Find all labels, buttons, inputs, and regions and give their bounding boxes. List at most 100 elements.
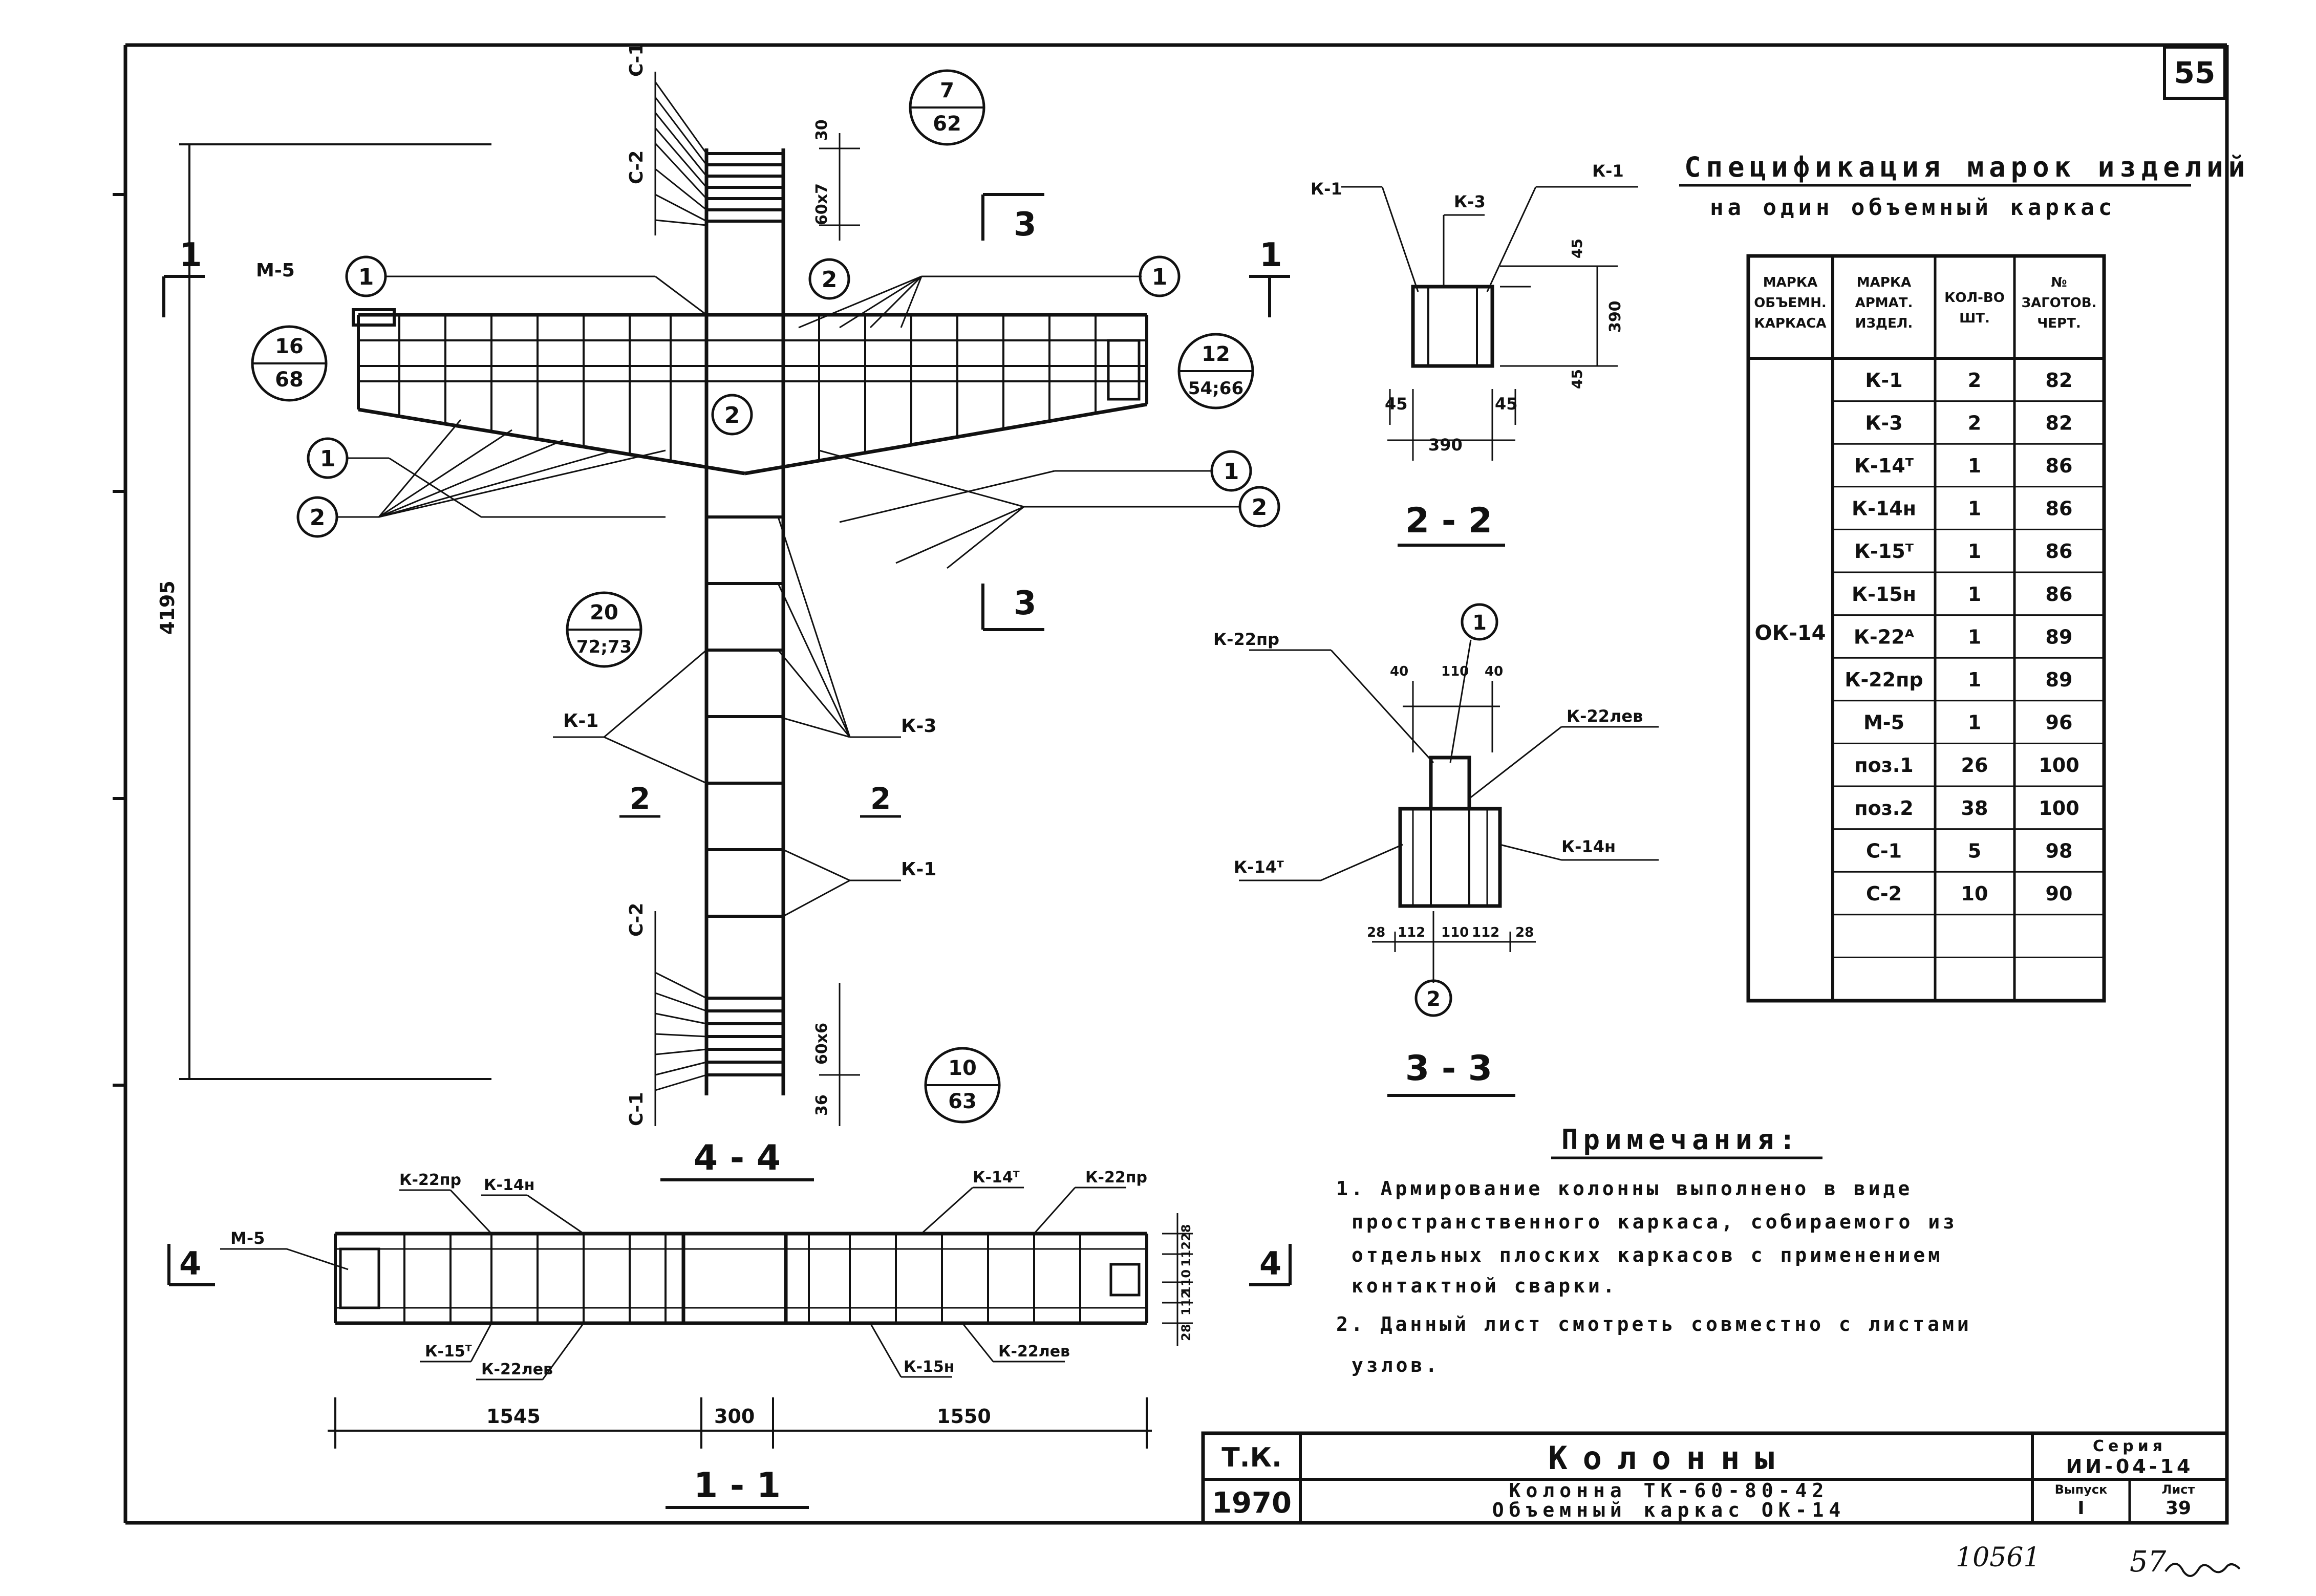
v33-label-k22pr: К-22пр <box>1213 630 1279 649</box>
svg-text:1: 1 <box>320 446 336 472</box>
svg-text:ИЗДЕЛ.: ИЗДЕЛ. <box>1855 316 1913 331</box>
position-1-circle: 1 <box>307 437 349 479</box>
spec-cell-qty: 1 <box>1968 540 1981 563</box>
v22-dim-390-side: 390 <box>1606 300 1624 333</box>
tb-series-label: Серия <box>2093 1437 2167 1455</box>
spec-cell-item: поз.2 <box>1854 797 1913 819</box>
spec-cell-item: С-2 <box>1866 882 1902 905</box>
label-k3-a: К-3 <box>901 716 936 737</box>
v33-dim-40-right: 40 <box>1485 664 1503 679</box>
label-c2-top: С-2 <box>626 150 647 184</box>
v11-dim-28-bottom: 28 <box>1179 1324 1193 1341</box>
svg-text:МАРКА: МАРКА <box>1763 275 1817 290</box>
spec-cell-item: С-1 <box>1866 839 1902 862</box>
tb-name: Колонны <box>1548 1439 1789 1477</box>
section-label-4-right: 4 <box>1259 1245 1281 1282</box>
svg-text:72;73: 72;73 <box>576 637 632 657</box>
sheet-number: 55 <box>2174 55 2216 90</box>
notes-line: узлов. <box>1352 1354 1440 1376</box>
notes-line: отдельных плоских каркасов с применением <box>1352 1244 1943 1266</box>
svg-text:№: № <box>2051 275 2067 290</box>
label-c1-bottom: С-1 <box>626 1092 647 1126</box>
v33-dim-28-right: 28 <box>1515 925 1534 940</box>
notes-line: контактной сварки. <box>1352 1275 1618 1297</box>
notes-line: пространственного каркаса, собираемого и… <box>1352 1211 1958 1233</box>
v33-position-1-circle: 1 <box>1461 603 1498 641</box>
v22-label-k1-left: К-1 <box>1311 179 1342 199</box>
view-1-1 <box>167 1187 1292 1509</box>
svg-text:1: 1 <box>1472 611 1487 635</box>
v22-dim-45-left: 45 <box>1385 394 1408 414</box>
v33-dim-28-left: 28 <box>1367 925 1385 940</box>
spec-cell-item: К-14ᵀ <box>1854 455 1914 477</box>
tb-tk: Т.К. <box>1221 1442 1281 1473</box>
dim-30-top: 30 <box>813 119 831 141</box>
svg-text:ЗАГОТОВ.: ЗАГОТОВ. <box>2022 295 2097 311</box>
v33-dim-110-bottom: 110 <box>1441 925 1469 940</box>
svg-text:ОБЪЕМН.: ОБЪЕМН. <box>1754 295 1827 311</box>
spec-cell-qty: 2 <box>1968 369 1981 392</box>
svg-text:2: 2 <box>822 267 838 293</box>
v11-dim-300: 300 <box>714 1405 755 1428</box>
spec-header-drawing: № ЗАГОТОВ. ЧЕРТ. <box>2022 275 2097 331</box>
view-title-2-2: 2 - 2 <box>1405 501 1492 541</box>
svg-text:ЧЕРТ.: ЧЕРТ. <box>2037 316 2081 331</box>
view-title-4-4: 4 - 4 <box>694 1138 781 1178</box>
svg-text:1: 1 <box>358 264 374 290</box>
svg-text:ШТ.: ШТ. <box>1959 311 1990 326</box>
spec-cell-qty: 5 <box>1968 839 1981 862</box>
spec-cell-qty: 1 <box>1968 583 1981 606</box>
v22-dim-45-right: 45 <box>1495 394 1518 414</box>
spec-cell-item: К-22ᴬ <box>1854 626 1915 648</box>
v33-position-2-circle: 2 <box>1414 979 1452 1017</box>
svg-text:КОЛ-ВО: КОЛ-ВО <box>1944 290 2005 306</box>
detail-ref-10-63: 10 63 <box>924 1047 1001 1124</box>
spec-cell-qty: 1 <box>1968 668 1981 691</box>
v11-label-k14t: К-14ᵀ <box>973 1169 1020 1187</box>
position-2-circle: 2 <box>1238 486 1280 528</box>
svg-text:АРМАТ.: АРМАТ. <box>1855 295 1913 311</box>
svg-text:1: 1 <box>1152 264 1168 290</box>
spec-cell-drawing: 89 <box>2046 626 2073 648</box>
v22-dim-390-bottom: 390 <box>1428 435 1463 455</box>
notes-line: 1. Армирование колонны выполнено в виде <box>1336 1177 1913 1200</box>
notes-line: 2. Данный лист смотреть совместно с лист… <box>1336 1313 1972 1335</box>
sheet-number-box: 55 <box>2163 46 2226 100</box>
label-c1-top: С-1 <box>626 43 647 77</box>
svg-text:68: 68 <box>275 368 304 392</box>
v33-dim-112-left: 112 <box>1398 925 1425 940</box>
svg-text:62: 62 <box>933 112 961 136</box>
svg-text:10: 10 <box>948 1056 977 1080</box>
v11-dim-1550: 1550 <box>937 1405 991 1428</box>
dim-60x6: 60x6 <box>813 1023 831 1065</box>
v11-label-k22pr-right: К-22пр <box>1085 1169 1147 1187</box>
sheet-frame <box>113 43 2229 1525</box>
svg-text:МАРКА: МАРКА <box>1857 275 1911 290</box>
tb-series: ИИ-04-14 <box>2066 1455 2194 1478</box>
notes-title: Примечания: <box>1561 1124 1801 1156</box>
tb-desc2: Объемный каркас ОК-14 <box>1492 1499 1846 1521</box>
spec-cell-item: М-5 <box>1863 711 1904 734</box>
section-label-2-left: 2 <box>630 781 650 816</box>
section-label-1-left: 1 <box>179 236 202 274</box>
svg-text:2: 2 <box>310 505 326 531</box>
v11-label-m5: М-5 <box>230 1228 265 1248</box>
v22-label-k3: К-3 <box>1454 192 1486 211</box>
v11-label-k22lev-left: К-22лев <box>481 1361 553 1378</box>
svg-text:63: 63 <box>948 1090 977 1113</box>
v22-dim-45-top: 45 <box>1569 239 1585 258</box>
spec-cell-drawing: 86 <box>2046 583 2073 606</box>
position-1-circle: 1 <box>1210 450 1252 492</box>
tb-issue: I <box>2077 1498 2084 1519</box>
tb-sheet-label: Лист <box>2162 1482 2195 1497</box>
spec-frame-mark: ОК-14 <box>1755 621 1826 645</box>
